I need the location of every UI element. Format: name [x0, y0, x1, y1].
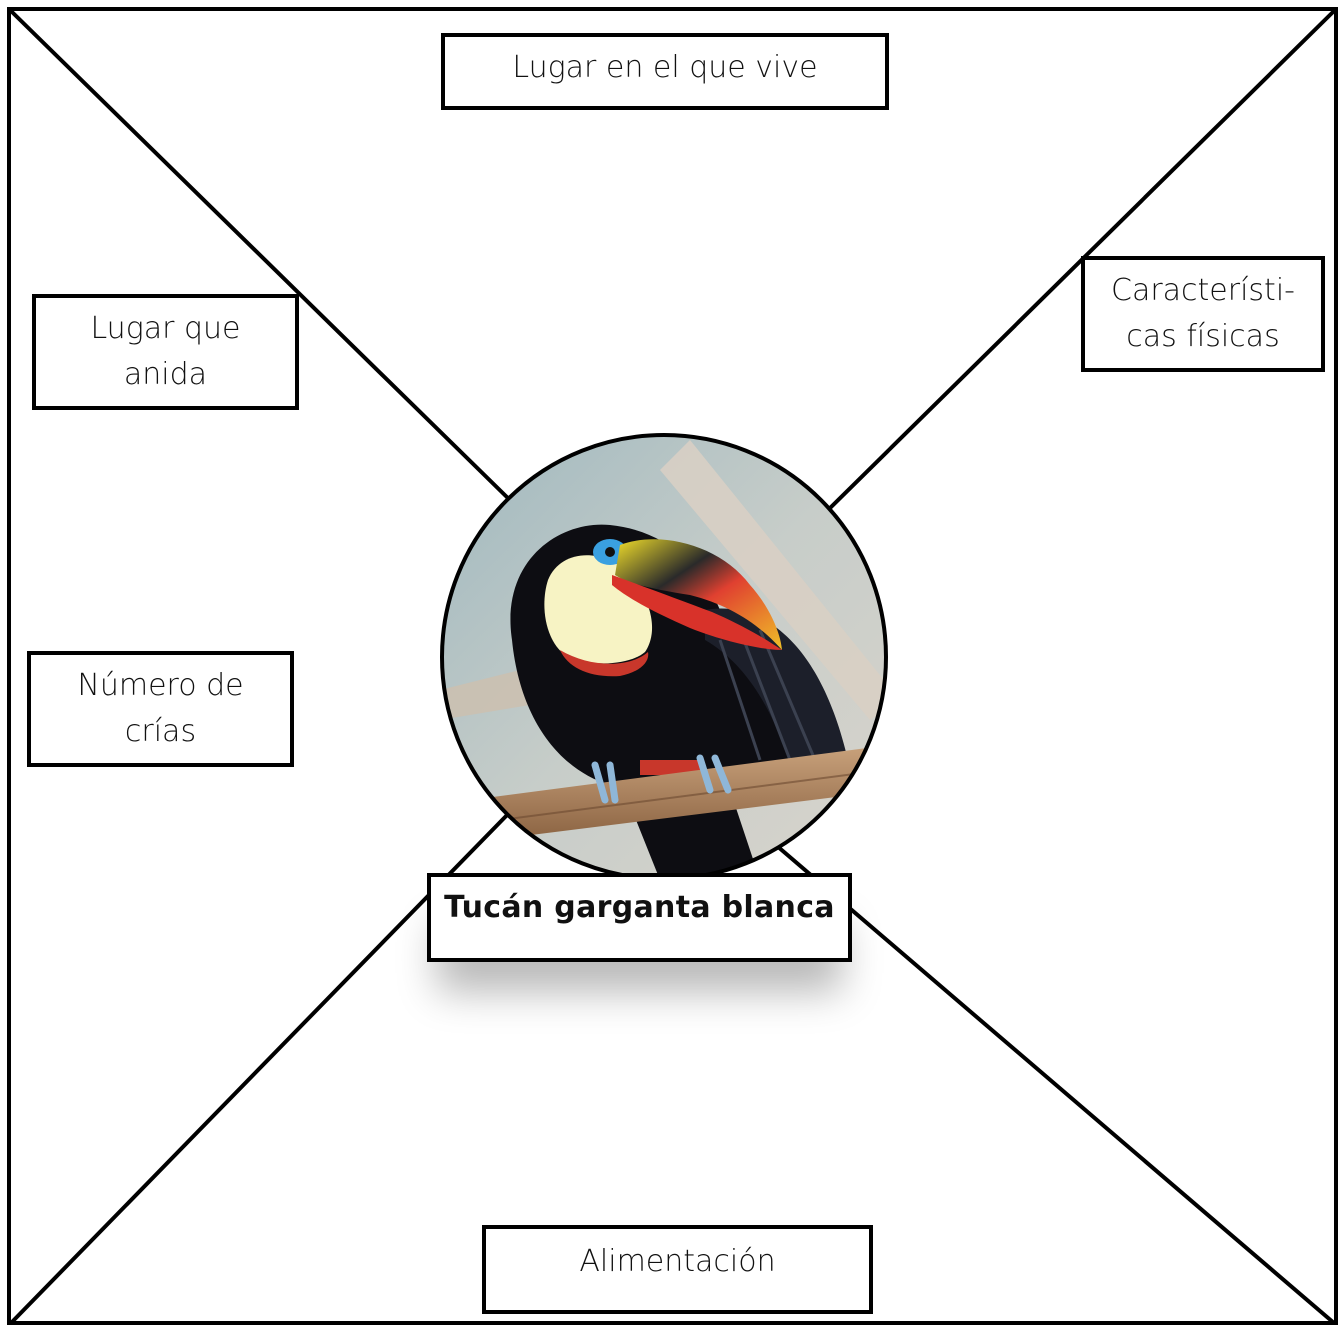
label-nesting: Lugar que anida: [32, 294, 299, 410]
label-habitat-text: Lugar en el que vive: [512, 50, 818, 85]
diagonal-top-right: [824, 9, 1336, 514]
diagonal-bottom-left: [9, 810, 512, 1325]
diagonal-top-left: [9, 9, 517, 507]
label-nesting-line1: Lugar que: [90, 311, 241, 346]
label-nesting-line2: anida: [123, 357, 208, 392]
label-physical-line1: Característi-: [1111, 273, 1295, 308]
label-diet-text: Alimentación: [579, 1244, 776, 1279]
label-diet: Alimentación: [482, 1225, 873, 1314]
diagonal-bottom-right: [768, 838, 1336, 1325]
center-title-text: Tucán garganta blanca: [444, 890, 835, 925]
label-offspring: Número de crías: [27, 651, 294, 767]
label-offspring-line2: crías: [124, 714, 197, 749]
label-physical-line2: cas físicas: [1126, 319, 1280, 354]
label-offspring-line1: Número de: [77, 668, 244, 703]
label-habitat: Lugar en el que vive: [441, 33, 889, 110]
outer-frame: [7, 7, 1338, 1325]
center-title: Tucán garganta blanca: [427, 873, 852, 962]
toucan-photo: [442, 435, 886, 879]
label-physical: Característi- cas físicas: [1081, 256, 1325, 372]
